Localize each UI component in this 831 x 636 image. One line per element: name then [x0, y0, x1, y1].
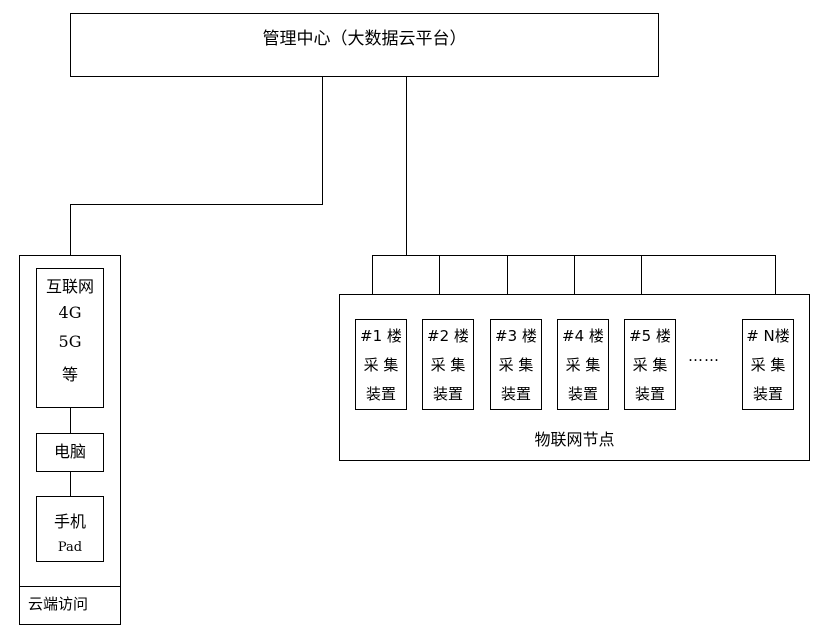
management-center-box: 管理中心（大数据云平台） [70, 13, 659, 77]
connector-line [641, 255, 642, 319]
collector-line: 装置 [634, 385, 665, 403]
connector-line [70, 408, 71, 433]
network-box: 互联网 4G 5G 等 [36, 268, 104, 408]
computer-box: 电脑 [36, 433, 104, 472]
collector-node-1: #1 楼 采 集 装置 [355, 319, 407, 410]
collector-line: #1 楼 [360, 327, 402, 345]
network-item-4g: 4G [58, 303, 82, 322]
connector-line [439, 255, 440, 319]
ellipsis: …… [688, 347, 720, 365]
collector-line: 采 集 [632, 356, 668, 374]
network-item-etc: 等 [61, 365, 78, 384]
collector-line: #2 楼 [427, 327, 469, 345]
panel-divider [20, 586, 120, 587]
collector-node-4: #4 楼 采 集 装置 [557, 319, 609, 410]
collector-line: # N楼 [746, 327, 790, 345]
collector-line: 采 集 [363, 356, 399, 374]
mobile-phone-label: 手机 [53, 512, 86, 531]
connector-line [70, 472, 71, 496]
mobile-box: 手机 Pad [36, 496, 104, 562]
computer-label: 电脑 [53, 442, 86, 461]
mobile-pad-label: Pad [57, 540, 83, 555]
connector-line [507, 255, 508, 319]
collector-line: 采 集 [430, 356, 466, 374]
collector-node-2: #2 楼 采 集 装置 [422, 319, 474, 410]
cloud-access-label: 云端访问 [28, 595, 89, 613]
collector-line: #3 楼 [495, 327, 537, 345]
connector-line [322, 76, 323, 204]
network-item-5g: 5G [58, 332, 82, 351]
connector-line [406, 76, 407, 255]
network-item-internet: 互联网 [45, 277, 94, 296]
collector-node-5: #5 楼 采 集 装置 [624, 319, 676, 410]
collector-line: #5 楼 [629, 327, 671, 345]
collector-line: 采 集 [750, 356, 786, 374]
collector-line: 装置 [432, 385, 463, 403]
collector-node-3: #3 楼 采 集 装置 [490, 319, 542, 410]
connector-line [574, 255, 575, 319]
connector-line [775, 255, 776, 319]
connector-line [372, 255, 373, 319]
collector-line: 采 集 [565, 356, 601, 374]
connector-line [70, 204, 323, 205]
collector-line: 装置 [500, 385, 531, 403]
collector-node-n: # N楼 采 集 装置 [742, 319, 794, 410]
collector-line: 装置 [365, 385, 396, 403]
collector-line: 装置 [752, 385, 783, 403]
collector-line: 采 集 [498, 356, 534, 374]
management-center-label: 管理中心（大数据云平台） [262, 29, 467, 49]
collector-line: #4 楼 [562, 327, 604, 345]
connector-line [70, 204, 71, 256]
iot-node-label: 物联网节点 [534, 430, 615, 449]
collector-line: 装置 [567, 385, 598, 403]
